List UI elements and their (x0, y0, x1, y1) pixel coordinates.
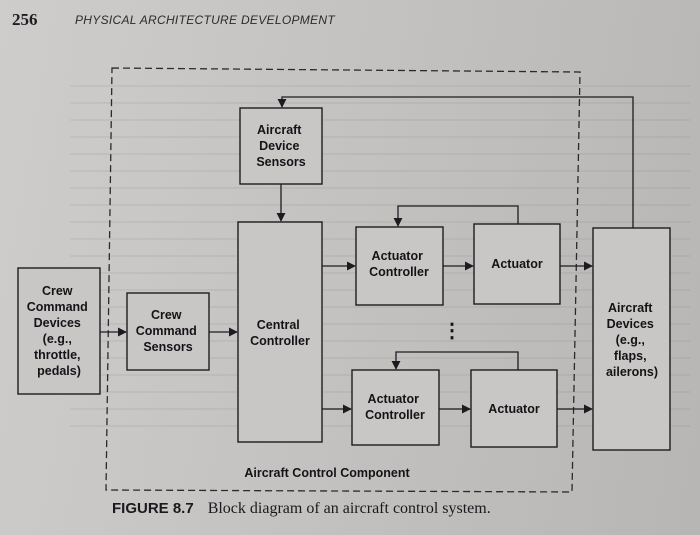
central-controller-label: Central Controller (250, 318, 310, 348)
figure-number: FIGURE 8.7 (112, 500, 194, 517)
page-number: 256 (12, 10, 38, 29)
boundary-label: Aircraft Control Component (244, 466, 410, 480)
figure-caption-text: Block diagram of an aircraft control sys… (207, 500, 491, 517)
crew-command-devices-label: Crew Command Devices (e.g., throttle, pe… (27, 284, 92, 378)
feedback-bottom (391, 351, 519, 370)
control-component-boundary (105, 67, 581, 493)
actuator-bottom-block (470, 369, 558, 448)
running-title: PHYSICAL ARCHITECTURE DEVELOPMENT (75, 13, 335, 27)
actuator-bottom-label: Actuator (488, 402, 540, 416)
actuator-controller-bottom-label: Actuator Controller (365, 392, 425, 422)
crew-command-sensors-block (126, 292, 210, 371)
actuator-controller-top-block (355, 226, 444, 306)
aircraft-device-sensors-label: Aircraft Device Sensors (256, 123, 305, 169)
feedback-aircraft-devices-to-sensors (277, 96, 634, 228)
feedback-top (393, 205, 519, 227)
actuator-controller-top-label: Actuator Controller (369, 249, 429, 279)
actuator-controller-bottom-block (351, 369, 440, 446)
central-controller-block (237, 221, 323, 443)
crew-command-devices-block (17, 267, 101, 395)
crew-command-sensors-label: Crew Command Sensors (136, 308, 201, 354)
actuator-top-block (473, 223, 561, 305)
aircraft-device-sensors-block (239, 107, 323, 185)
aircraft-devices-block (592, 227, 671, 451)
figure-caption: FIGURE 8.7 Block diagram of an aircraft … (112, 500, 491, 518)
aircraft-devices-label: Aircraft Devices (e.g., flaps, ailerons) (606, 301, 658, 379)
ellipsis-indicator: ⋮ (442, 320, 462, 342)
actuator-top-label: Actuator (491, 257, 543, 271)
